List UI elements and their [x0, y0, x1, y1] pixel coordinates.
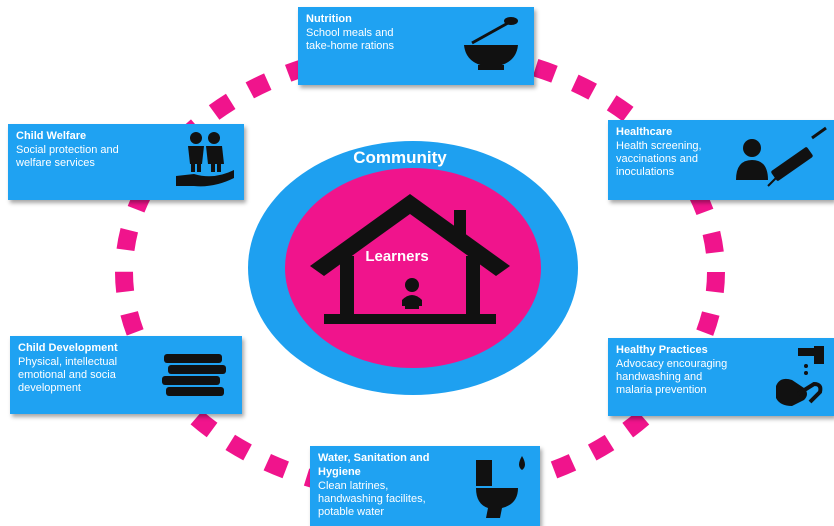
- handwashing-icon: [776, 346, 824, 406]
- box-desc: Advocacy encouraging: [616, 358, 728, 370]
- doctor-syringe-icon: [736, 126, 827, 187]
- box-desc: Clean latrines,: [318, 480, 389, 492]
- box-title: Healthcare: [616, 126, 673, 138]
- box-desc: emotional and socia: [18, 369, 116, 381]
- toilet-icon: [476, 456, 525, 518]
- healthcare-box: Healthcare Health screening, vaccination…: [608, 120, 834, 200]
- house-icon: [310, 194, 510, 324]
- box-title: Healthy Practices: [616, 344, 708, 356]
- learner-icon: [402, 278, 422, 309]
- books-icon: [162, 354, 226, 396]
- box-desc: Health screening,: [616, 140, 702, 152]
- children-hand-icon: [176, 132, 234, 187]
- box-desc: malaria prevention: [616, 384, 707, 396]
- child-welfare-box: Child Welfare Social protection and welf…: [8, 124, 244, 200]
- box-desc: School meals and: [306, 27, 394, 39]
- box-desc: welfare services: [16, 157, 95, 169]
- child-development-box: Child Development Physical, intellectual…: [10, 336, 242, 414]
- box-desc: handwashing and: [616, 371, 703, 383]
- box-title: Hygiene: [318, 466, 361, 478]
- box-desc: development: [18, 382, 81, 394]
- box-desc: handwashing facilites,: [318, 493, 426, 505]
- learners-label: Learners: [365, 248, 429, 265]
- community-label: Community: [353, 148, 447, 167]
- box-desc: Social protection and: [16, 144, 119, 156]
- box-desc: inoculations: [616, 166, 675, 178]
- box-desc: vaccinations and: [616, 153, 698, 165]
- healthy-practices-box: Healthy Practices Advocacy encouraging h…: [608, 338, 834, 416]
- box-title: Nutrition: [306, 13, 352, 25]
- nutrition-box: Nutrition School meals and take-home rat…: [298, 7, 534, 85]
- box-desc: Physical, intellectual: [18, 356, 118, 368]
- box-desc: potable water: [318, 506, 385, 518]
- box-desc: take-home rations: [306, 40, 395, 52]
- wash-box: Water, Sanitation and Hygiene Clean latr…: [310, 446, 540, 526]
- box-title: Child Development: [18, 342, 118, 354]
- bowl-spoon-icon: [464, 17, 518, 70]
- box-title: Water, Sanitation and: [318, 452, 430, 464]
- box-title: Child Welfare: [16, 130, 87, 142]
